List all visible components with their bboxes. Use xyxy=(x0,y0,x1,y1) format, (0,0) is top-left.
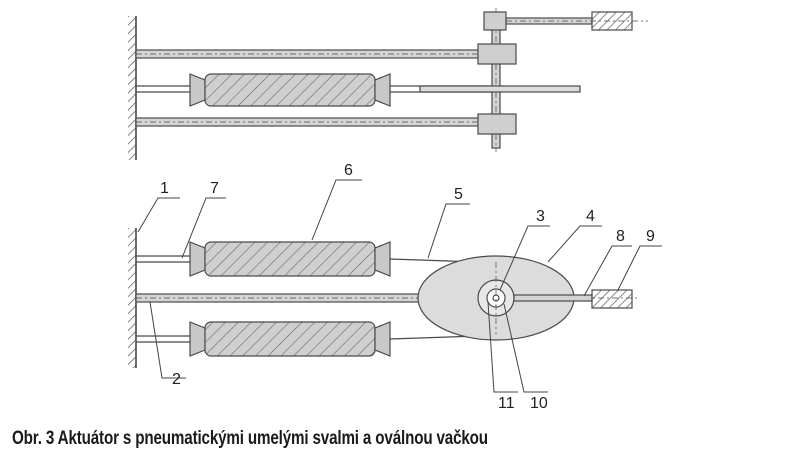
top-cam-plate xyxy=(419,85,581,93)
callout-1: 1 xyxy=(160,180,169,197)
callout-8: 8 xyxy=(616,228,625,245)
side-muscle-upper xyxy=(204,241,376,277)
side-view xyxy=(128,228,640,368)
callout-2: 2 xyxy=(172,371,181,388)
callout-5: 5 xyxy=(454,186,463,203)
side-wall xyxy=(128,228,136,368)
leader-lines xyxy=(137,179,662,393)
top-view xyxy=(128,8,648,160)
callout-labels: 1 7 6 5 3 4 8 9 2 11 10 xyxy=(160,162,655,412)
top-wall xyxy=(128,16,136,160)
side-sensor xyxy=(591,289,633,309)
figure-caption: Obr. 3 Aktuátor s pneumatickými umelými … xyxy=(12,428,488,449)
callout-4: 4 xyxy=(586,208,595,225)
callout-7: 7 xyxy=(210,180,219,197)
callout-3: 3 xyxy=(536,208,545,225)
callout-9: 9 xyxy=(646,228,655,245)
callout-10: 10 xyxy=(530,395,548,412)
top-sensor xyxy=(591,11,633,31)
top-muscle xyxy=(204,73,376,107)
side-muscle-lower xyxy=(204,321,376,357)
callout-6: 6 xyxy=(344,162,353,179)
callout-11: 11 xyxy=(498,395,515,412)
